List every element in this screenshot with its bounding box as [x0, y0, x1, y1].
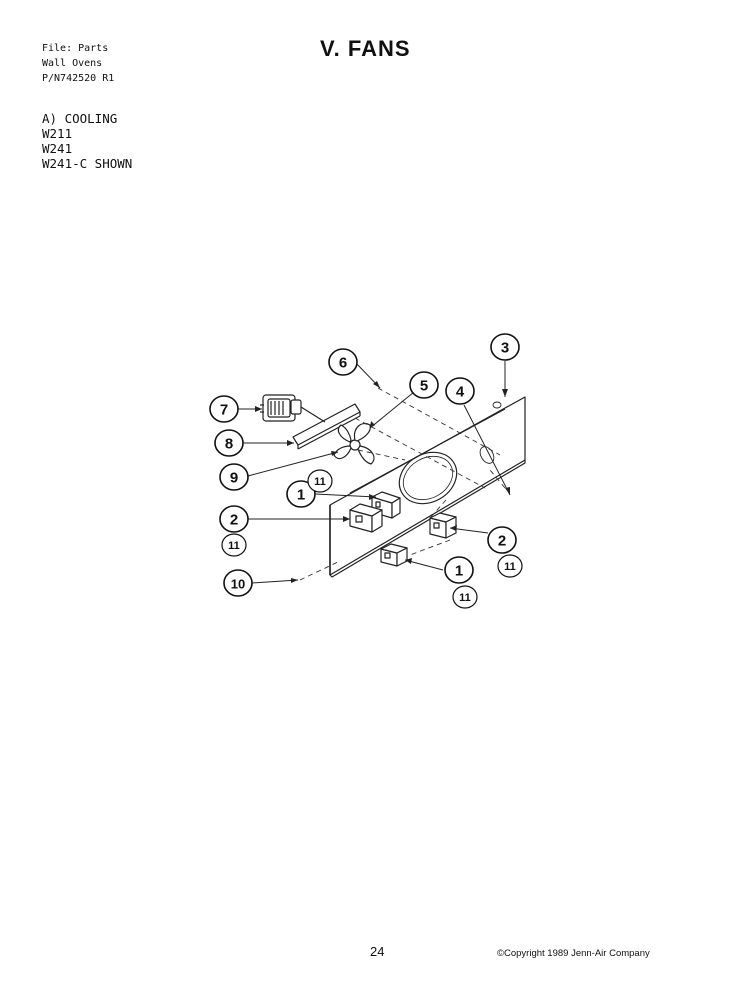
callout-4: [445, 377, 475, 405]
fan-blade: [333, 422, 375, 465]
thermostat-right: [429, 512, 457, 539]
callout-11-a-label: 11: [314, 476, 326, 488]
model-line: W211: [42, 126, 73, 141]
page-number: 24: [370, 944, 385, 959]
callout-2-right-label: 2: [498, 533, 506, 550]
callout-2-left: [219, 505, 249, 533]
callout-11-b-label: 11: [228, 540, 240, 552]
fan-motor: [260, 394, 326, 423]
callout-1-lower-label: 1: [455, 563, 463, 580]
callout-11-c-label: 11: [504, 561, 516, 573]
callout-1-upper: [286, 480, 316, 508]
callout-6: [328, 348, 358, 376]
page-title: V. FANS: [320, 36, 411, 61]
section-heading: A) COOLING: [42, 111, 118, 126]
switch-upper: [371, 491, 401, 519]
callout-9: [219, 463, 249, 491]
callout-10: [223, 569, 253, 597]
copyright-notice: ©Copyright 1989 Jenn-Air Company: [497, 948, 650, 959]
callout-1-lower: [444, 556, 474, 584]
callout-4-label: 4: [456, 384, 465, 401]
callout-11-b: [221, 533, 247, 557]
callout-11-d-label: 11: [459, 592, 471, 604]
callout-8: [214, 429, 244, 457]
callout-3: [490, 333, 520, 361]
file-line: Wall Ovens: [42, 58, 103, 69]
file-info: File: Parts Wall Ovens P/N742520 R1: [42, 41, 114, 86]
callout-1-upper-label: 1: [297, 487, 305, 504]
callout-5-label: 5: [420, 378, 428, 395]
callout-11-a: [307, 469, 333, 493]
model-line: W241-C SHOWN: [42, 156, 133, 171]
callout-2-left-label: 2: [230, 512, 238, 529]
callout-7: [209, 395, 239, 423]
callout-11-d: [452, 585, 478, 609]
switch-lower: [380, 543, 408, 567]
callout-8-label: 8: [225, 436, 233, 453]
file-line: P/N742520 R1: [42, 73, 115, 84]
callout-9-label: 9: [230, 470, 238, 487]
model-line: W241: [42, 141, 73, 156]
callout-3-label: 3: [501, 340, 509, 357]
callout-5: [409, 371, 439, 399]
section-info: A) COOLING W211 W241 W241-C SHOWN: [42, 111, 132, 171]
callout-10-label: 10: [231, 577, 245, 592]
callout-7-label: 7: [220, 402, 228, 419]
callout-11-c: [497, 554, 523, 578]
callout-6-label: 6: [339, 355, 347, 372]
callout-2-right: [487, 526, 517, 554]
thermostat-left: [349, 503, 383, 533]
file-line: File: Parts: [42, 43, 109, 54]
